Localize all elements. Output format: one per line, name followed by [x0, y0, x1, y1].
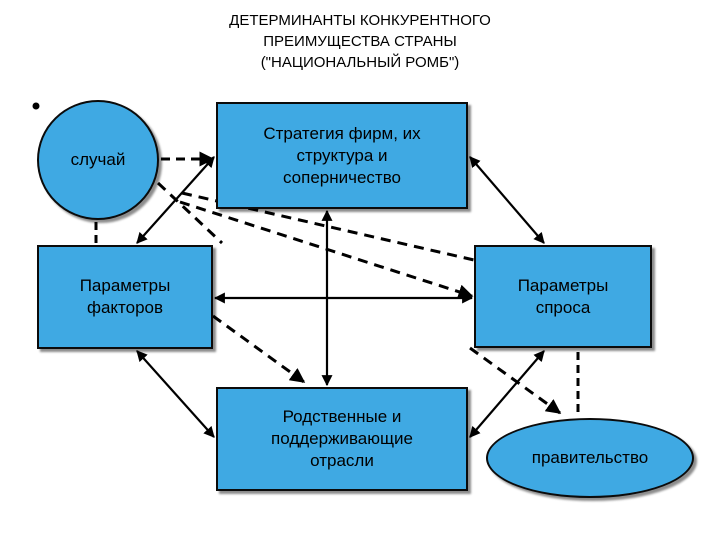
node-related: Родственные и поддерживающие отрасли: [216, 387, 468, 491]
node-chance: случай: [37, 100, 159, 220]
link-chance-demand: [179, 200, 474, 300]
node-government-label: правительство: [531, 448, 649, 467]
title-line-2: ПРЕИМУЩЕСТВА СТРАНЫ: [263, 33, 457, 50]
node-demand-label: Параметры спроса: [517, 275, 609, 317]
link-related-demand: [469, 350, 545, 438]
node-government: правительство: [486, 418, 694, 498]
node-strategy: Стратегия фирм, их структура и соперниче…: [216, 102, 468, 209]
title-line-1: ДЕТЕРМИНАНТЫ КОНКУРЕНТНОГО: [229, 12, 491, 29]
link-factors-related: [136, 350, 215, 438]
diagram-title: ДЕТЕРМИНАНТЫ КОНКУРЕНТНОГО ПРЕИМУЩЕСТВА …: [170, 10, 550, 73]
node-chance-label: случай: [70, 150, 126, 169]
link-chance-related: [156, 181, 224, 245]
title-line-3: ("НАЦИОНАЛЬНЫЙ РОМБ"): [260, 54, 460, 71]
node-related-label: Родственные и поддерживающие отрасли: [271, 407, 413, 470]
bullet-dot: [32, 102, 40, 110]
node-strategy-label: Стратегия фирм, их структура и соперниче…: [263, 123, 421, 187]
node-demand: Параметры спроса: [474, 245, 652, 348]
link-strategy-demand: [469, 156, 545, 244]
link-factors-related-dashed: [212, 314, 306, 384]
node-factors: Параметры факторов: [37, 245, 213, 349]
node-factors-label: Параметры факторов: [79, 276, 171, 317]
link-factors-government: [469, 346, 562, 415]
